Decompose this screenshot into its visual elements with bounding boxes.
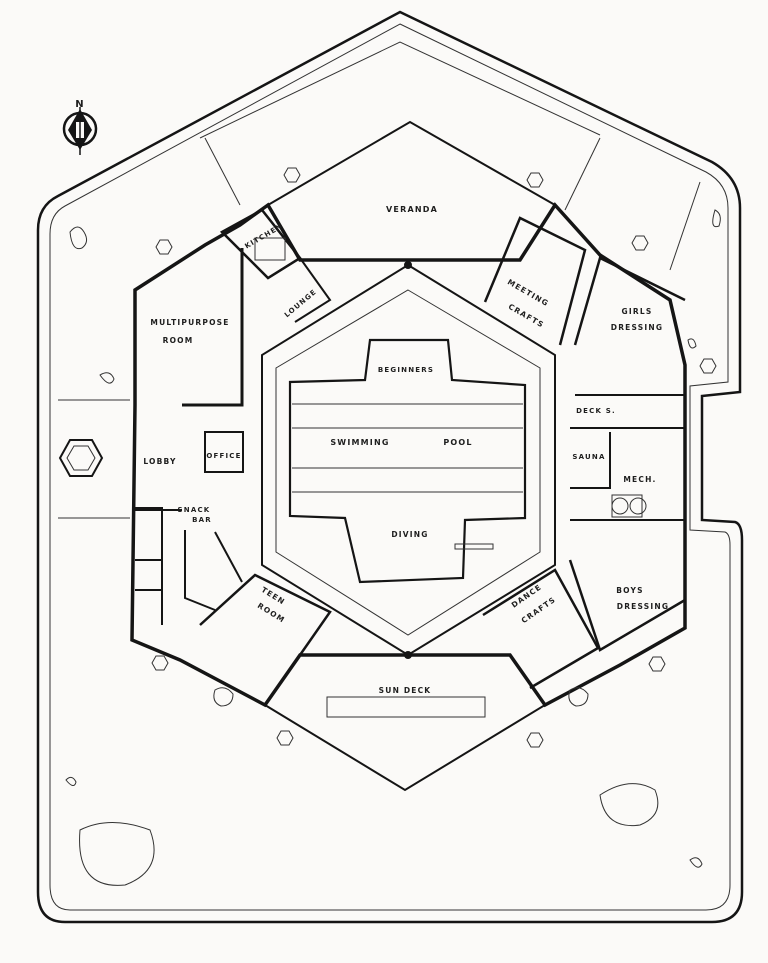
label-boys-1: BOYS	[616, 586, 643, 595]
label-diving: DIVING	[391, 530, 428, 539]
planter-wall-n3	[199, 41, 601, 139]
office-box	[204, 431, 244, 473]
trees	[151, 167, 717, 748]
label-office: OFFICE	[206, 452, 241, 460]
shrubs	[65, 209, 721, 886]
label-lounge: LOUNGE	[283, 288, 318, 319]
building-outer-wall	[130, 202, 687, 708]
planter-wall-n2	[564, 137, 601, 211]
planter-wall-ne	[669, 181, 701, 271]
mech-tank-2	[629, 497, 647, 515]
wall-teen	[199, 573, 332, 656]
label-lobby: LOBBY	[143, 457, 176, 466]
wall-sauna	[570, 432, 611, 489]
label-mech: MECH.	[623, 475, 656, 484]
north-label: N	[75, 99, 85, 110]
swimming-pool	[288, 338, 527, 584]
label-beginners: BEGINNERS	[378, 366, 434, 374]
diving-board	[454, 543, 494, 550]
label-multipurpose-1: MULTIPURPOSE	[150, 318, 229, 327]
hex-planter	[58, 439, 104, 477]
snack-bar-counter	[184, 530, 243, 611]
label-snack-1: SNACK	[178, 506, 211, 514]
label-girls-1: GIRLS	[622, 307, 653, 316]
sun-deck-bench	[326, 696, 486, 718]
mech-tank-1	[611, 497, 629, 515]
planter-wall-n1	[204, 137, 241, 206]
label-boys-2: DRESSING	[617, 602, 669, 611]
label-pool: POOL	[443, 438, 472, 447]
label-veranda: VERANDA	[386, 205, 438, 214]
label-snack-2: BAR	[192, 516, 212, 524]
wall-lounge	[267, 256, 332, 323]
hex-planter-inner	[66, 445, 96, 471]
kitchen-counter	[254, 237, 286, 261]
label-swimming: SWIMMING	[330, 438, 389, 447]
label-kitchen: KITCHEN	[243, 222, 284, 250]
label-meeting-2: CRAFTS	[507, 302, 546, 330]
wall-multipurpose	[182, 248, 244, 407]
wall-girls	[573, 256, 686, 346]
label-sauna: SAUNA	[572, 453, 605, 461]
sun-deck-outline	[263, 654, 547, 792]
restroom-block	[135, 507, 163, 625]
column-north	[404, 261, 412, 269]
site-boundary-inner	[49, 23, 731, 911]
wall-boys	[568, 559, 686, 652]
label-multipurpose-2: ROOM	[163, 336, 194, 345]
site-boundary	[36, 10, 744, 924]
label-girls-2: DRESSING	[611, 323, 663, 332]
north-arrow-icon: N	[62, 99, 98, 155]
label-sun-deck: SUN DECK	[379, 686, 432, 695]
column-south	[404, 651, 412, 659]
wall-meeting	[483, 216, 587, 346]
courtyard-hex-inner	[275, 289, 541, 636]
wall-kitchen	[219, 208, 302, 280]
label-deck-s: DECK S.	[576, 407, 616, 415]
wall-dance	[482, 568, 600, 690]
